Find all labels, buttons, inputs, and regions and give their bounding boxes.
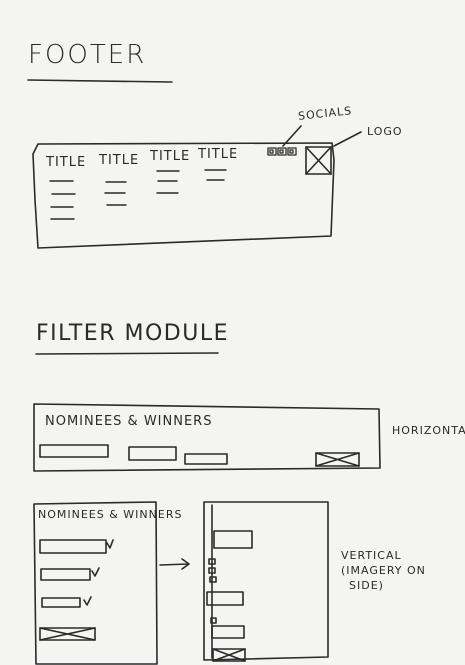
logo-placeholder-box	[305, 146, 332, 175]
footer-heading: FOOTER	[28, 40, 147, 70]
transition-arrow	[159, 558, 190, 570]
footer-column-title-3: TITLE	[150, 149, 191, 164]
horizontal-filter-title: NOMINEES & WINNERS	[45, 414, 213, 429]
vertical-imagery-panel	[203, 501, 329, 661]
logo-callout-line	[333, 131, 362, 147]
horizontal-filter-box	[33, 403, 381, 472]
horizontal-filter-buttons	[39, 444, 360, 467]
vertical-label-line-2: (IMAGERY ON	[341, 564, 426, 577]
footer-wireframe-box	[32, 142, 335, 249]
horizontal-variant-label: HORIZONTAL	[392, 424, 465, 437]
footer-column-title-2: TITLE	[99, 153, 140, 168]
footer-heading-underline	[27, 79, 173, 83]
filter-heading-underline	[35, 352, 219, 355]
vertical-filter-box	[33, 501, 158, 665]
vertical-variant-label: VERTICAL (IMAGERY ON SIDE)	[341, 548, 426, 593]
vertical-label-line-3: SIDE)	[349, 579, 384, 592]
footer-link-lines	[49, 169, 227, 220]
filter-module-heading: FILTER MODULE	[36, 321, 229, 346]
footer-column-title-4: TITLE	[198, 147, 239, 162]
social-icons	[267, 147, 297, 156]
socials-callout-line	[282, 125, 302, 147]
vertical-label-line-1: VERTICAL	[341, 549, 402, 562]
vertical-filter-buttons	[39, 539, 114, 641]
vertical-filter-title: NOMINEES & WINNERS	[38, 508, 183, 521]
footer-column-title-1: TITLE	[46, 155, 87, 170]
logo-callout-label: LOGO	[367, 125, 403, 138]
vertical-imagery-widgets	[206, 530, 253, 662]
